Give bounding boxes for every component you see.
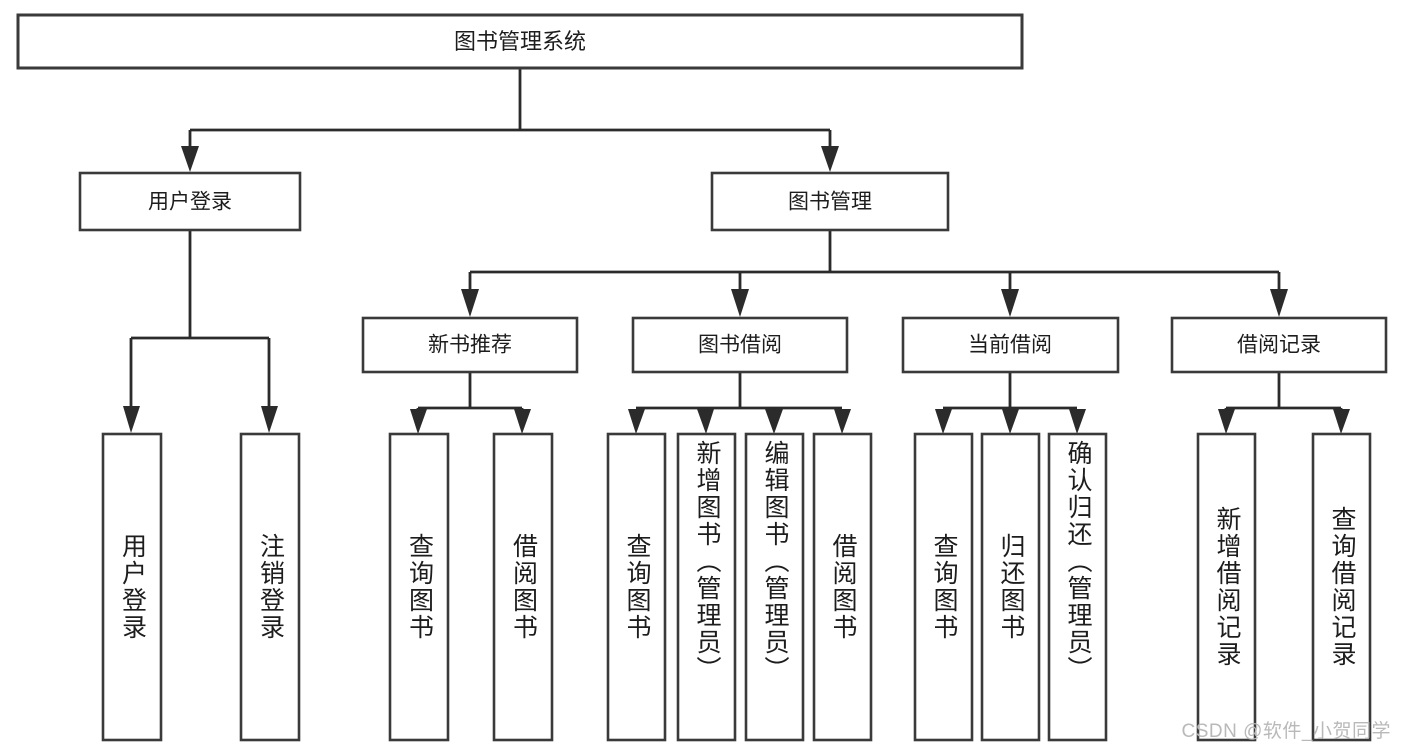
connector-group-user-login [123,231,278,433]
node-label-book-borrow: 图书借阅 [698,334,782,357]
connector-group-borrow-record [1218,372,1350,434]
node-box-new-book-recommend[interactable] [361,316,579,374]
leaf-box-user-login[interactable] [101,432,163,742]
node-current-borrow[interactable]: 当前借阅 [901,316,1120,374]
leaf-boxes [101,432,1372,742]
leaf-box-edit-book[interactable] [744,432,805,742]
node-box-book-borrow[interactable] [631,316,849,374]
node-new-book-recommend[interactable]: 新书推荐 [361,316,579,374]
leaf-box-borrow-book-1[interactable] [492,432,554,742]
connector-group-new-book-recommend [410,372,531,434]
leaf-box-add-book[interactable] [676,432,737,742]
connector-group-book-manage [461,231,1288,317]
leaf-box-borrow-book-2[interactable] [812,432,873,742]
node-borrow-record[interactable]: 借阅记录 [1170,316,1388,374]
connector-group-book-borrow [628,372,851,434]
arrow-to-leaf-user-login [123,406,140,433]
csdn-watermark: CSDN @软件_小贺同学 [1181,721,1391,742]
arrow-to-book-borrow [731,289,749,317]
node-label-borrow-record: 借阅记录 [1237,334,1321,357]
leaf-box-query-book-2[interactable] [606,432,667,742]
arrow-to-leaf-query-book-1 [410,409,427,434]
arrow-to-user-login [181,146,199,172]
arrow-to-leaf-confirm-return [1069,409,1086,434]
node-user-login[interactable]: 用户登录 [78,171,302,232]
arrow-to-leaf-logout [261,406,278,433]
node-box-root[interactable] [16,13,1024,70]
arrow-to-leaf-query-book-2 [628,409,645,434]
arrow-to-leaf-return-book [1002,409,1019,434]
leaf-box-logout[interactable] [239,432,301,742]
arrow-to-leaf-add-book [697,409,714,434]
arrow-to-leaf-borrow-book-2 [834,409,851,434]
arrow-to-current-borrow [1001,289,1019,317]
node-label-current-borrow: 当前借阅 [968,334,1052,357]
node-box-book-manage[interactable] [710,171,950,232]
arrow-to-new-book-recommend [461,289,479,317]
leaf-box-query-book-1[interactable] [388,432,450,742]
node-label-user-login: 用户登录 [148,191,232,214]
leaf-box-query-book-3[interactable] [913,432,974,742]
arrow-to-leaf-query-book-3 [935,409,952,434]
arrow-to-leaf-query-record [1333,409,1350,434]
arrow-to-book-manage [821,146,839,172]
node-book-borrow[interactable]: 图书借阅 [631,316,849,374]
arrow-to-leaf-edit-book [765,409,783,434]
node-box-current-borrow[interactable] [901,316,1120,374]
arrow-to-leaf-add-record [1218,409,1235,434]
node-label-book-manage: 图书管理 [788,191,872,214]
connector-group-current-borrow [935,372,1086,434]
node-book-manage[interactable]: 图书管理 [710,171,950,232]
connector-group-root [181,68,839,172]
node-box-borrow-record[interactable] [1170,316,1388,374]
node-label-root: 图书管理系统 [454,29,586,54]
leaf-box-return-book[interactable] [980,432,1041,742]
arrow-to-leaf-borrow-book-1 [514,409,531,434]
node-label-new-book-recommend: 新书推荐 [428,334,512,357]
leaf-box-add-record[interactable] [1196,432,1257,742]
node-root[interactable]: 图书管理系统 [16,13,1024,70]
node-box-user-login[interactable] [78,171,302,232]
leaf-box-query-record[interactable] [1311,432,1372,742]
leaf-box-confirm-return[interactable] [1047,432,1108,742]
arrow-to-borrow-record [1270,289,1288,317]
